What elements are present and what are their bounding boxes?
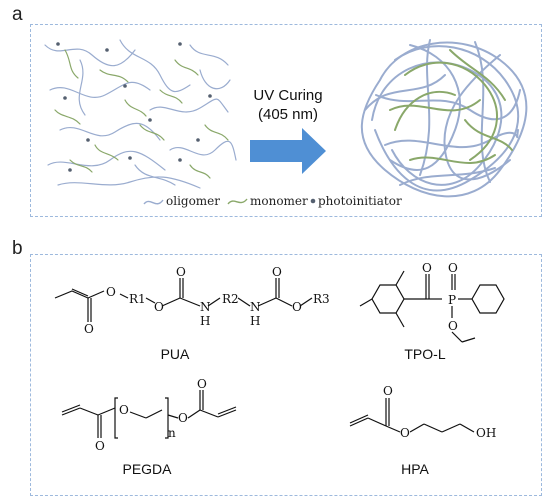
svg-text:H: H bbox=[250, 314, 260, 328]
svg-text:O: O bbox=[106, 285, 116, 299]
pua-labels: O O R1 O O N H R2 N H O O R3 bbox=[84, 265, 330, 336]
pua-structure bbox=[54, 278, 313, 322]
svg-text:O: O bbox=[178, 411, 188, 425]
legend-oligomer-label: oligomer bbox=[166, 194, 221, 208]
hpa-name: HPA bbox=[401, 461, 429, 477]
svg-text:P: P bbox=[448, 293, 456, 307]
svg-text:O: O bbox=[95, 439, 105, 453]
pegda-name: PEGDA bbox=[122, 461, 172, 477]
monomer-chains bbox=[54, 49, 229, 179]
legend-oligomer-icon bbox=[143, 199, 164, 205]
panel-b-label: b bbox=[12, 238, 23, 259]
tpo-l-labels: O P O O bbox=[422, 261, 458, 333]
svg-text:O: O bbox=[176, 265, 186, 279]
photoinitiator-dots bbox=[56, 42, 212, 172]
svg-text:N: N bbox=[250, 300, 261, 314]
oligomer-chains bbox=[44, 39, 237, 189]
uv-curing-line1: UV Curing bbox=[253, 87, 323, 104]
pua-name: PUA bbox=[160, 346, 190, 362]
uncured-mixture bbox=[44, 39, 237, 189]
network-monomer bbox=[389, 49, 513, 164]
svg-text:O: O bbox=[119, 403, 129, 417]
cured-network bbox=[360, 39, 528, 198]
uv-curing-label: UV Curing (405 nm) bbox=[228, 86, 348, 124]
panel-a-frame bbox=[30, 24, 542, 217]
svg-text:O: O bbox=[422, 261, 432, 275]
panel-a-label: a bbox=[12, 4, 23, 25]
svg-text:O: O bbox=[272, 265, 282, 279]
svg-text:O: O bbox=[197, 377, 207, 391]
svg-text:H: H bbox=[200, 314, 210, 328]
svg-text:O: O bbox=[84, 322, 94, 336]
svg-text:O: O bbox=[400, 426, 410, 440]
legend-photoinitiator-icon bbox=[310, 198, 316, 204]
legend-monomer-icon bbox=[227, 198, 248, 205]
legend-photoinitiator-label: photoinitiator bbox=[318, 194, 402, 208]
pegda-labels: O O n O O bbox=[95, 377, 207, 453]
tpo-l-structure bbox=[359, 270, 505, 343]
pegda-structure bbox=[61, 390, 237, 439]
svg-text:O: O bbox=[292, 300, 302, 314]
svg-text:n: n bbox=[168, 426, 176, 440]
svg-text:R3: R3 bbox=[313, 292, 330, 306]
svg-text:N: N bbox=[200, 300, 211, 314]
legend-monomer-label: monomer bbox=[250, 194, 308, 208]
svg-text:O: O bbox=[448, 261, 458, 275]
uv-arrow bbox=[250, 128, 326, 174]
hpa-labels: O O OH bbox=[383, 384, 496, 440]
hpa-structure bbox=[349, 398, 475, 433]
svg-text:R2: R2 bbox=[222, 292, 239, 306]
uv-curing-line2: (405 nm) bbox=[257, 106, 319, 123]
svg-text:O: O bbox=[448, 319, 458, 333]
panel-b-frame bbox=[30, 254, 542, 496]
svg-text:R1: R1 bbox=[129, 292, 146, 306]
svg-text:O: O bbox=[383, 384, 393, 398]
svg-text:OH: OH bbox=[476, 426, 496, 440]
svg-text:O: O bbox=[154, 300, 164, 314]
tpo-l-name: TPO-L bbox=[404, 346, 446, 362]
